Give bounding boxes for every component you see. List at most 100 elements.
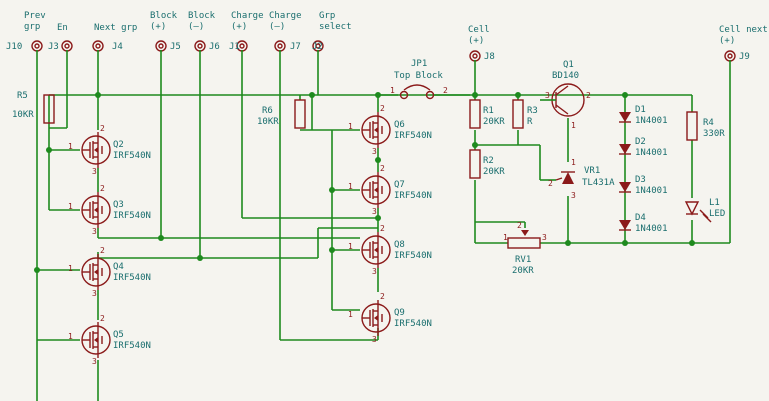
connector-label: Block — [188, 11, 216, 21]
mosfet-value: IRF540N — [394, 251, 432, 261]
connector-label: grp — [24, 22, 40, 32]
mosfet-pin1: 1 — [348, 182, 353, 191]
mosfet-pin3: 3 — [92, 167, 97, 176]
diode-value: 1N4001 — [635, 224, 668, 234]
mosfet-value: IRF540N — [113, 273, 151, 283]
mosfet-pin3: 3 — [372, 207, 377, 216]
connector-label: select — [319, 22, 352, 32]
connector-j6[interactable]: Block(–) J6 — [188, 11, 220, 52]
connector-label: Prev — [24, 11, 46, 21]
vr1-pin1: 1 — [571, 158, 576, 167]
regulator-vr1: 1 2 3 VR1 TL431A — [548, 158, 615, 200]
r1-ref: R1 — [483, 106, 494, 116]
jp1-pin2: 2 — [443, 86, 448, 95]
connector-label: (–) — [269, 22, 285, 32]
junctions — [34, 92, 695, 273]
mosfet-pin3: 3 — [372, 147, 377, 156]
resistor-r3: R3 R — [512, 99, 538, 129]
vr1-pin2: 2 — [548, 179, 553, 188]
mosfet-value: IRF540N — [113, 341, 151, 351]
mosfet-pin3: 3 — [92, 289, 97, 298]
mosfet-pin2: 2 — [100, 314, 105, 323]
mosfet-pin2: 2 — [100, 124, 105, 133]
r2-ref: R2 — [483, 156, 494, 166]
diode-value: 1N4001 — [635, 186, 668, 196]
resistor-r5: R5 10KR — [12, 91, 55, 124]
mosfet-pin1: 1 — [348, 310, 353, 319]
q1-value: BD140 — [552, 71, 579, 81]
connector-label: En — [57, 23, 68, 33]
q1-pin2: 2 — [586, 91, 591, 100]
connector-label: (+) — [468, 36, 484, 46]
q1-ref: Q1 — [563, 60, 574, 70]
mosfet-pin2: 2 — [380, 164, 385, 173]
connector-j7[interactable]: Charge(–)J7 — [269, 11, 302, 52]
connector-label: Cell next — [719, 25, 768, 35]
mosfet-ref: Q3 — [113, 200, 124, 210]
connector-j8[interactable]: Cell(+)J8 — [468, 25, 495, 62]
potentiometer-rv1: 1 2 3 RV1 20KR — [503, 221, 547, 276]
r4-value: 330R — [703, 129, 725, 139]
r3-value: R — [527, 117, 533, 127]
connector-ref: J4 — [112, 42, 123, 52]
connector-j5[interactable]: Block(+)J5 — [150, 11, 181, 52]
mosfet-ref: Q7 — [394, 180, 405, 190]
connector-ref: J9 — [739, 52, 750, 62]
r5-value: 10KR — [12, 110, 34, 120]
connector-label: Charge — [269, 11, 302, 21]
rv1-value: 20KR — [512, 266, 534, 276]
mosfet-value: IRF540N — [394, 319, 432, 329]
resistor-r6: R6 10KR — [257, 99, 306, 129]
connector-ref: J10 — [6, 42, 22, 52]
connector-label: Next grp — [94, 23, 137, 33]
mosfet-pin1: 1 — [348, 242, 353, 251]
mosfet-pin2: 2 — [380, 292, 385, 301]
mosfet-pin3: 3 — [92, 227, 97, 236]
connector-ref: J2 — [312, 42, 323, 52]
mosfet-pin3: 3 — [92, 357, 97, 366]
connector-ref: J6 — [209, 42, 220, 52]
mosfet-pin1: 1 — [68, 142, 73, 151]
resistor-r1: R1 20KR — [469, 99, 505, 129]
connector-label: Cell — [468, 25, 490, 35]
connector-label: (+) — [150, 22, 166, 32]
vr1-pin3: 3 — [571, 191, 576, 200]
r1-value: 20KR — [483, 117, 505, 127]
resistor-r2: R2 20KR — [469, 149, 505, 179]
mosfet-pin1: 1 — [68, 332, 73, 341]
mosfet-ref: Q6 — [394, 120, 405, 130]
connector-label: (–) — [188, 22, 204, 32]
r2-value: 20KR — [483, 167, 505, 177]
rv1-pin1: 1 — [503, 233, 508, 242]
l1-ref: L1 — [709, 198, 720, 208]
r6-ref: R6 — [262, 106, 273, 116]
connector-j1[interactable]: Charge(+)J1 — [229, 11, 264, 52]
led-l1: L1 LED — [684, 198, 725, 223]
mosfet-ref: Q5 — [113, 330, 124, 340]
connector-j9[interactable]: Cell next(+)J9 — [719, 25, 768, 62]
connector-label: Grp — [319, 11, 335, 21]
q1-pin1: 1 — [571, 121, 576, 130]
transistor-q1: 3 2 1 Q1 BD140 — [540, 60, 591, 130]
mosfet-pin3: 3 — [372, 267, 377, 276]
mosfet-value: IRF540N — [394, 191, 432, 201]
mosfet-pin1: 1 — [68, 264, 73, 273]
connector-ref: J5 — [170, 42, 181, 52]
jp1-pin1: 1 — [390, 86, 395, 95]
resistor-r4: R4 330R — [686, 111, 725, 141]
jumper-jp1: 1 2 JP1 Top Block — [378, 59, 448, 100]
